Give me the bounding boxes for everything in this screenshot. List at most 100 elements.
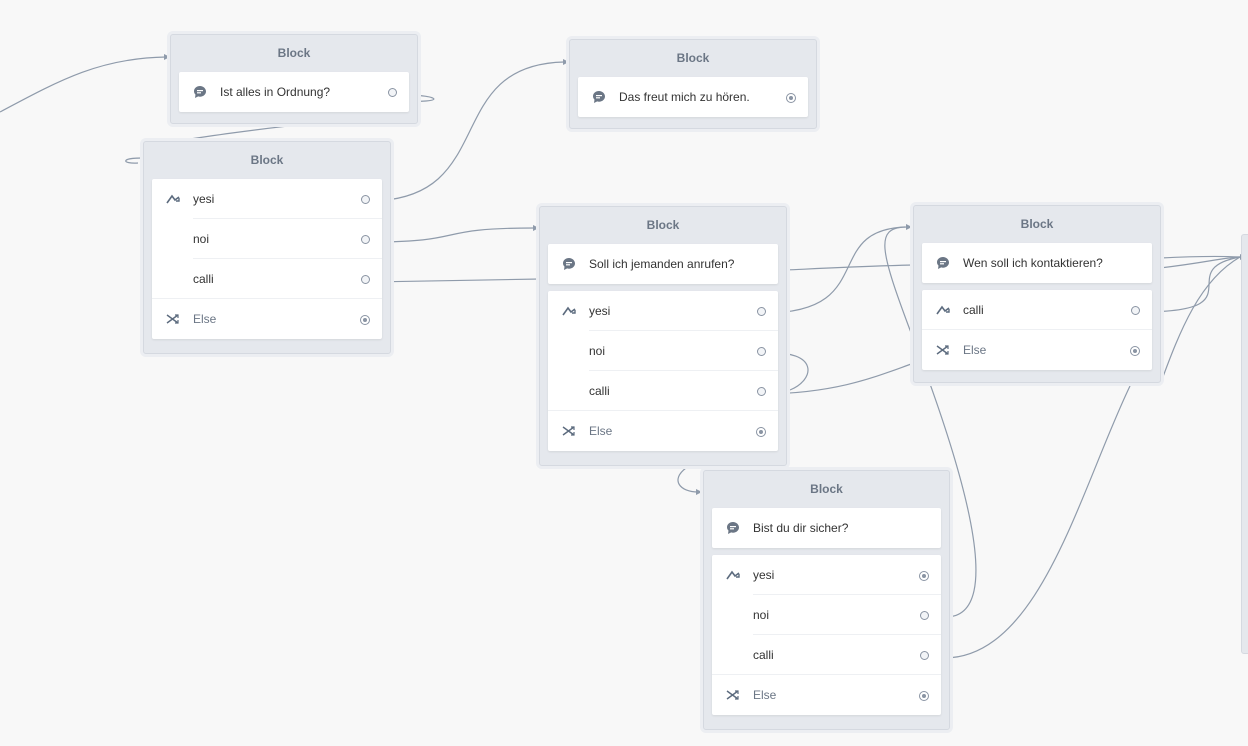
connector-line [884, 226, 977, 618]
output-port[interactable] [920, 651, 929, 660]
block-title: Block [1020, 217, 1054, 231]
shuffle-icon [562, 426, 575, 436]
option-row-yesi[interactable]: yesi [712, 555, 941, 595]
else-label: Else [963, 343, 987, 357]
arrow-head [533, 225, 539, 231]
chat-bubble-icon [727, 522, 739, 534]
output-port[interactable] [920, 611, 929, 620]
branch-icon [936, 305, 950, 315]
chat-bubble-icon [563, 258, 575, 270]
connector-line [764, 362, 915, 395]
connector-line [1159, 256, 1241, 269]
option-row-yesi[interactable]: yesi [152, 179, 382, 219]
arrow-head [696, 489, 702, 495]
option-row-calli[interactable]: calli [152, 259, 382, 299]
option-row-calli[interactable]: calli [712, 635, 941, 675]
option-label: yesi [753, 568, 775, 582]
option-label: calli [963, 303, 984, 317]
shuffle-icon [936, 345, 949, 355]
message-card[interactable]: Das freut mich zu hören. [578, 77, 808, 117]
option-label: yesi [193, 192, 215, 206]
option-row-else[interactable]: Else [922, 330, 1152, 370]
connector-line [369, 278, 541, 283]
block-title: Block [676, 51, 710, 65]
option-row-yesi[interactable]: yesi [548, 291, 778, 331]
connector-line [1159, 255, 1241, 259]
message-row[interactable]: Ist alles in Ordnung? [179, 72, 409, 112]
message-row[interactable]: Das freut mich zu hören. [578, 77, 808, 117]
output-port[interactable] [757, 347, 766, 356]
message-text: Wen soll ich kontaktieren? [963, 256, 1103, 270]
output-port[interactable] [1131, 306, 1140, 315]
block-bist-du-dir-sicher[interactable]: Block Bist du dir sicher? yesi noi calli… [703, 470, 950, 730]
message-text: Ist alles in Ordnung? [220, 85, 331, 99]
block-wen-soll-ich-kontaktieren[interactable]: Block Wen soll ich kontaktieren? calli E… [913, 205, 1161, 383]
option-row-else[interactable]: Else [712, 675, 941, 715]
option-label: noi [753, 608, 770, 622]
message-row[interactable]: Soll ich jemanden anrufen? [548, 244, 778, 284]
connector-line [169, 123, 307, 143]
connector-line [0, 56, 167, 113]
options-card[interactable]: yesi noi calli Else [152, 179, 382, 339]
output-port[interactable] [757, 307, 766, 316]
message-card[interactable]: Bist du dir sicher? [712, 508, 941, 548]
block-ist-alles-in-ordnung[interactable]: Block Ist alles in Ordnung? [170, 34, 418, 124]
message-card[interactable]: Soll ich jemanden anrufen? [548, 244, 778, 284]
connector-line [677, 467, 699, 493]
option-row-else[interactable]: Else [548, 411, 778, 451]
output-port[interactable] [361, 195, 370, 204]
connector-line [369, 227, 535, 243]
end-port[interactable] [1130, 346, 1140, 356]
option-row-calli[interactable]: calli [548, 371, 778, 411]
arrow-head [906, 224, 912, 230]
output-port[interactable] [388, 88, 397, 97]
option-row-noi[interactable]: noi [152, 219, 382, 259]
end-port[interactable] [786, 93, 796, 103]
end-port[interactable] [756, 427, 766, 437]
message-row[interactable]: Wen soll ich kontaktieren? [922, 243, 1152, 283]
option-row-calli[interactable]: calli [922, 290, 1152, 330]
end-port[interactable] [919, 571, 929, 581]
block-choice-1[interactable]: Block yesi noi calli Else [143, 141, 391, 354]
message-card[interactable]: Wen soll ich kontaktieren? [922, 243, 1152, 283]
message-text: Das freut mich zu hören. [619, 90, 750, 104]
arrow-head [164, 54, 170, 60]
connector-line [1139, 256, 1241, 313]
connector-line [1159, 256, 1241, 386]
option-row-noi[interactable]: noi [712, 595, 941, 635]
block-title: Block [646, 218, 680, 232]
output-port[interactable] [361, 235, 370, 244]
connector-line [125, 157, 143, 164]
option-label: calli [589, 384, 610, 398]
end-port[interactable] [919, 691, 929, 701]
shuffle-icon [166, 314, 179, 324]
chat-bubble-icon [194, 86, 206, 98]
block-title: Block [277, 46, 311, 60]
output-port[interactable] [361, 275, 370, 284]
block-das-freut-mich[interactable]: Block Das freut mich zu hören. [569, 39, 817, 129]
chat-bubble-icon [937, 257, 949, 269]
option-row-noi[interactable]: noi [548, 331, 778, 371]
options-card[interactable]: yesi noi calli Else [548, 291, 778, 451]
branch-icon [166, 194, 180, 204]
option-label: calli [753, 648, 774, 662]
connector-line [369, 61, 565, 202]
block-title: Block [810, 482, 843, 496]
connector-line [785, 264, 914, 271]
offscreen-block-edge [1241, 234, 1248, 654]
option-label: calli [193, 272, 214, 286]
end-port[interactable] [360, 315, 370, 325]
else-label: Else [589, 424, 613, 438]
output-port[interactable] [757, 387, 766, 396]
message-card[interactable]: Ist alles in Ordnung? [179, 72, 409, 112]
shuffle-icon [726, 690, 739, 700]
options-card[interactable]: calli Else [922, 290, 1152, 370]
options-card[interactable]: yesi noi calli Else [712, 555, 941, 715]
arrow-head [563, 59, 569, 65]
else-label: Else [753, 688, 777, 702]
block-soll-ich-jemanden-anrufen[interactable]: Block Soll ich jemanden anrufen? yesi no… [539, 206, 787, 466]
message-row[interactable]: Bist du dir sicher? [712, 508, 941, 548]
block-title: Block [250, 153, 284, 167]
option-label: noi [589, 344, 606, 358]
option-row-else[interactable]: Else [152, 299, 382, 339]
